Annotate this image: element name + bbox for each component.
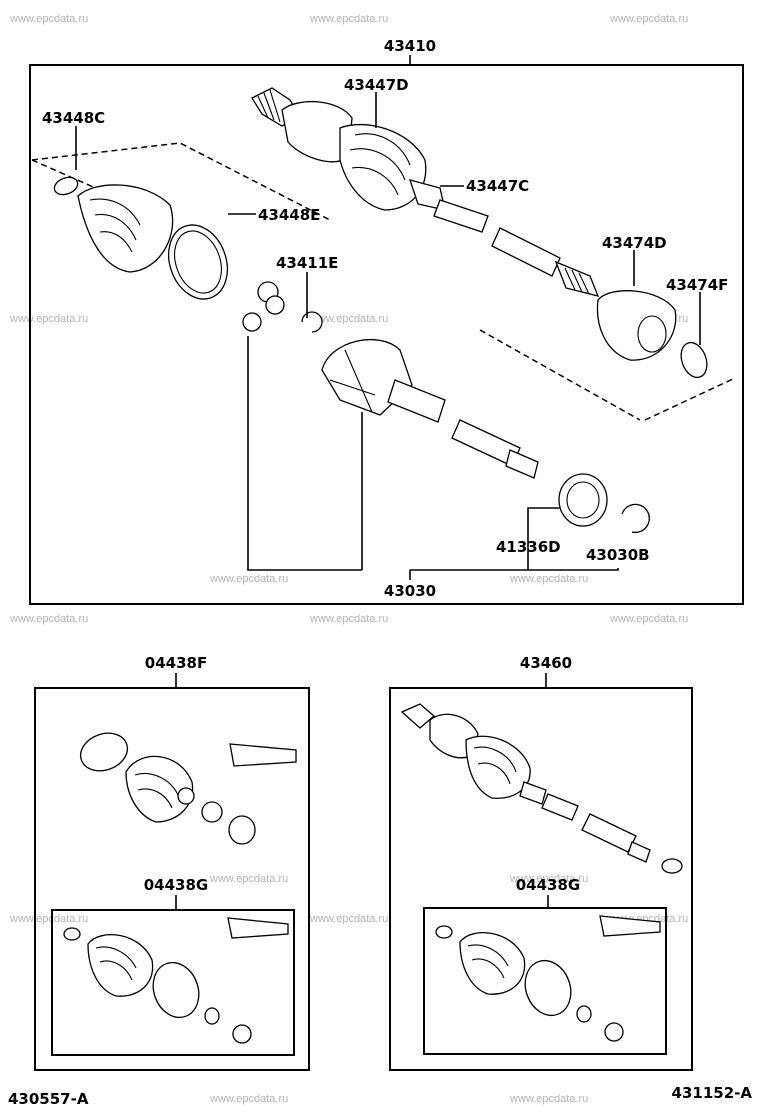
explode-region-line (31, 142, 331, 221)
watermark: www.epcdata.ru (9, 613, 88, 625)
watermark: www.epcdata.ru (209, 573, 288, 585)
part-label-43460[interactable]: 43460 (520, 654, 572, 672)
kit-right: 43460 04438G (389, 654, 693, 1071)
kit-left-sub-frame (51, 909, 295, 1056)
explode-region-line (479, 329, 641, 421)
part-label-43030B[interactable]: 43030B (586, 546, 650, 564)
kit-right-parts[interactable] (400, 703, 683, 874)
part-label-43447D[interactable]: 43447D (344, 76, 409, 94)
explode-region-line (31, 159, 101, 191)
figure-code-left: 430557-A (8, 1090, 89, 1108)
part-label-43474D[interactable]: 43474D (602, 234, 667, 252)
watermark: www.epcdata.ru (209, 1093, 288, 1105)
part-label-43410[interactable]: 43410 (384, 37, 436, 55)
figure-code-right: 431152-A (672, 1084, 753, 1102)
watermark: www.epcdata.ru (609, 613, 688, 625)
watermark: www.epcdata.ru (209, 873, 288, 885)
watermark: www.epcdata.ru (309, 913, 388, 925)
dust-deflector-group[interactable] (596, 290, 711, 381)
part-label-04438G-right[interactable]: 04438G (516, 876, 581, 894)
kit-right-sub-frame (423, 907, 667, 1055)
kit-left-sub-parts[interactable] (63, 917, 289, 1044)
part-label-43030[interactable]: 43030 (384, 582, 436, 600)
watermark: www.epcdata.ru (9, 913, 88, 925)
oil-seal-group[interactable] (558, 473, 650, 534)
watermark: www.epcdata.ru (9, 313, 88, 325)
watermark-layer: www.epcdata.ru www.epcdata.ru www.epcdat… (9, 13, 688, 1105)
main-assembly: 43410 (29, 37, 744, 605)
kit-right-sub-parts[interactable] (435, 915, 661, 1042)
explode-region-line (644, 377, 736, 421)
leader-line (527, 507, 560, 570)
kit-left-parts[interactable] (75, 727, 297, 845)
leader-line (410, 568, 619, 571)
watermark: www.epcdata.ru (309, 613, 388, 625)
kit-left-frame (34, 687, 310, 1071)
tripod-joint[interactable] (242, 281, 323, 333)
inner-joint-housing[interactable] (321, 338, 539, 479)
watermark: www.epcdata.ru (509, 873, 588, 885)
part-label-04438G-left[interactable]: 04438G (144, 876, 209, 894)
boot-left[interactable] (52, 174, 237, 307)
watermark: www.epcdata.ru (509, 573, 588, 585)
part-label-04438F[interactable]: 04438F (145, 654, 207, 672)
watermark: www.epcdata.ru (9, 13, 88, 25)
watermark: www.epcdata.ru (609, 13, 688, 25)
part-label-43411E[interactable]: 43411E (276, 254, 338, 272)
watermark: www.epcdata.ru (509, 1093, 588, 1105)
main-assembly-frame (29, 64, 744, 605)
kit-left: 04438F 04438G (34, 654, 310, 1071)
part-label-43448C[interactable]: 43448C (42, 109, 105, 127)
part-label-43448E[interactable]: 43448E (258, 206, 320, 224)
watermark: www.epcdata.ru (309, 13, 388, 25)
leader-line (247, 336, 362, 571)
outer-cv-shaft[interactable] (251, 87, 600, 297)
part-label-43447C[interactable]: 43447C (466, 177, 529, 195)
watermark: www.epcdata.ru (309, 313, 388, 325)
part-label-41336D[interactable]: 41336D (496, 538, 561, 556)
kit-right-frame (389, 687, 693, 1071)
part-label-43474F[interactable]: 43474F (666, 276, 728, 294)
